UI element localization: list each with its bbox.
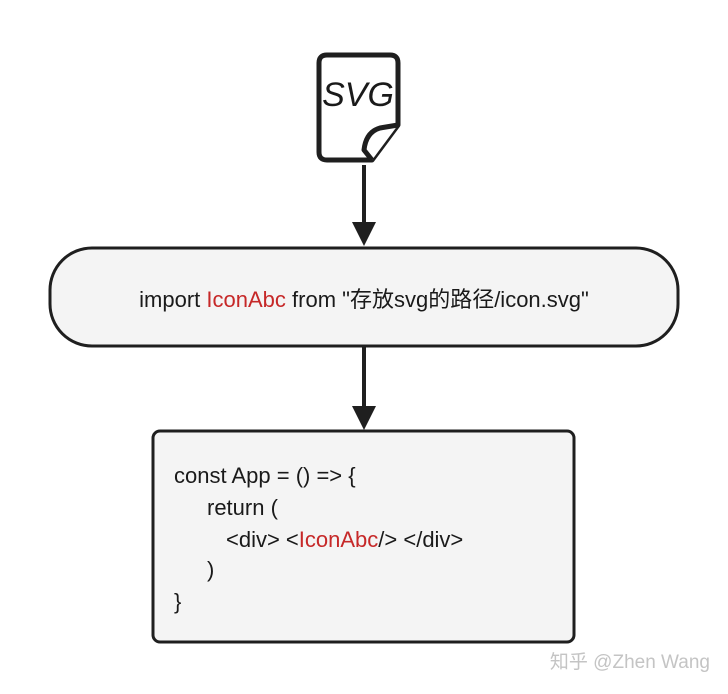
code-node: const App = () => { return ( <div> <Icon…: [151, 429, 576, 644]
code-line-2: return (: [207, 495, 279, 520]
svg-file-icon: SVG: [316, 52, 401, 163]
code-component-name: IconAbc: [299, 527, 379, 552]
code-line-4: ): [207, 557, 214, 582]
code-line-3: <div> <IconAbc/> </div>: [226, 527, 463, 552]
import-keyword: import: [139, 287, 206, 312]
import-source: from "存放svg的路径/icon.svg": [286, 287, 589, 312]
svg-icon-label: SVG: [322, 76, 394, 114]
code-line-1: const App = () => {: [174, 463, 356, 488]
arrow-file-to-import: [352, 165, 376, 246]
component-name: IconAbc: [206, 287, 286, 312]
code-div-open: <div> <: [226, 527, 299, 552]
watermark: 知乎 @Zhen Wang: [550, 651, 710, 673]
code-line-5: }: [174, 589, 181, 614]
import-node: import IconAbc from "存放svg的路径/icon.svg": [48, 246, 680, 348]
arrow-import-to-code: [352, 347, 376, 430]
code-div-close: /> </div>: [378, 527, 463, 552]
import-statement: import IconAbc from "存放svg的路径/icon.svg": [139, 287, 589, 312]
